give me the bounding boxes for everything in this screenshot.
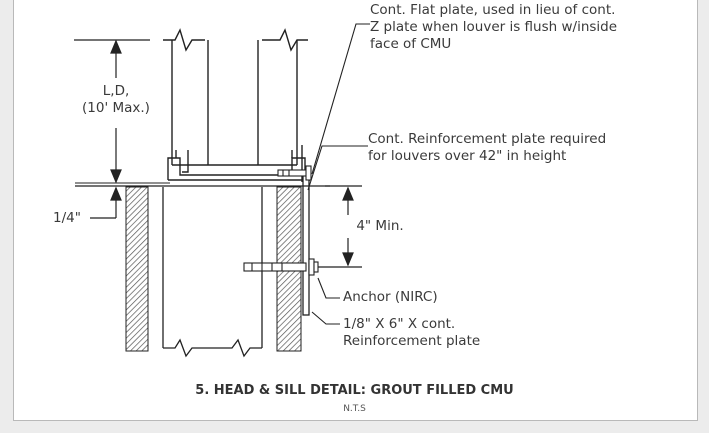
cmu-left-hatch [125, 186, 149, 352]
detail-title: 5. HEAD & SILL DETAIL: GROUT FILLED CMU [195, 383, 514, 398]
louver-break-line-right [262, 28, 308, 52]
reinforcement-plate-line-2: Reinforcement plate [343, 333, 481, 349]
flat-plate-note-line-2: Z plate when louver is flush w/inside [370, 19, 618, 35]
height-dimension-line-1: L,D, [102, 83, 130, 99]
cmu-break-line [163, 338, 262, 358]
louver-break-line-left [163, 28, 205, 52]
flat-plate-note-line-3: face of CMU [370, 36, 452, 52]
gap-dimension [90, 186, 122, 219]
height-dimension-label: L,D, (10' Max.) [70, 83, 162, 117]
reinforcement-required-line-2: for louvers over 42" in height [368, 148, 567, 164]
height-dimension-line-2: (10' Max.) [82, 100, 150, 116]
lower-anchor-bolt [243, 258, 319, 276]
reinforcement-plate [302, 174, 310, 316]
flat-plate-note: Cont. Flat plate, used in lieu of cont. … [370, 2, 617, 53]
leader-lines [307, 23, 370, 325]
reinforcement-required-note: Cont. Reinforcement plate required for l… [368, 131, 606, 165]
min-dimension-label: 4" Min. [352, 218, 408, 235]
reinforcement-required-line-1: Cont. Reinforcement plate required [368, 131, 607, 147]
min-dimension [318, 185, 362, 268]
reinforcement-plate-note: 1/8" X 6" X cont. Reinforcement plate [343, 316, 480, 350]
reinforcement-plate-line-1: 1/8" X 6" X cont. [343, 316, 456, 332]
gap-dimension-label: 1/4" [53, 210, 81, 226]
detail-scale-note: N.T.S [343, 404, 366, 414]
upper-anchor-bolt [277, 165, 312, 181]
flat-plate-note-line-1: Cont. Flat plate, used in lieu of cont. [370, 2, 616, 18]
anchor-note: Anchor (NIRC) [343, 289, 438, 305]
louver-frame [163, 28, 310, 182]
height-dimension [74, 39, 150, 184]
